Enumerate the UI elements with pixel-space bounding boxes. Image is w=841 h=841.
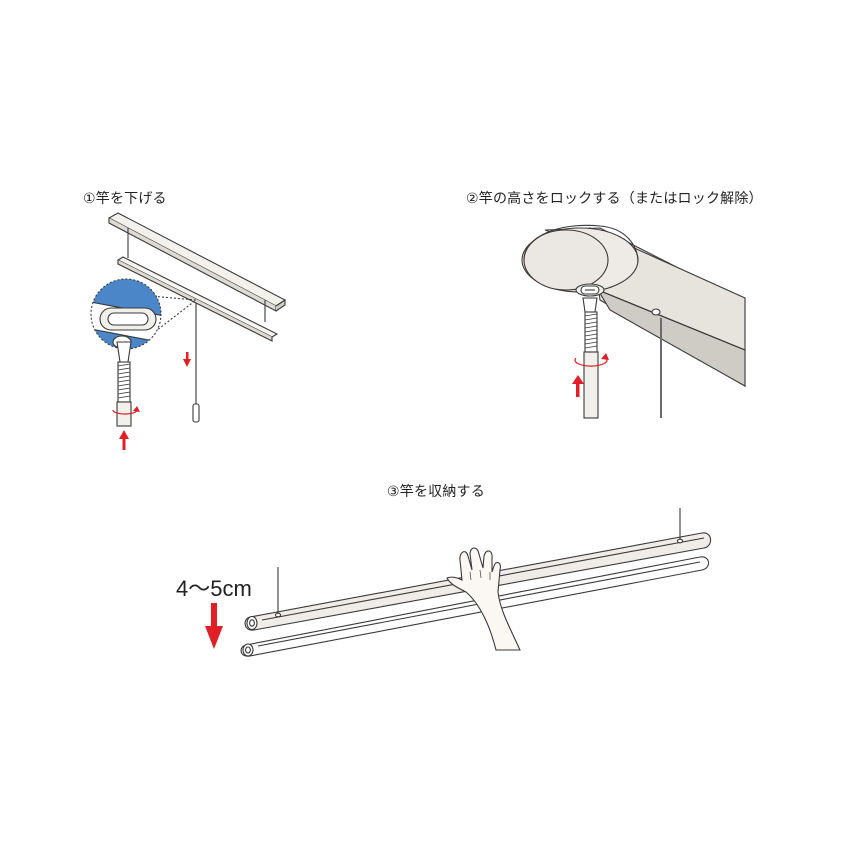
step1-label: ①竿を下げる: [83, 191, 167, 207]
step3-label: ③竿を収納する: [387, 484, 485, 500]
down-arrow-icon: [183, 352, 191, 367]
step2-illustration: [521, 224, 746, 419]
down-arrow-icon: [205, 603, 223, 649]
rotation-arrow-icon: [112, 409, 138, 415]
step1-illustration: [90, 212, 287, 427]
up-arrow-icon: [572, 375, 584, 397]
step2-label: ②竿の高さをロックする（またはロック解除）: [466, 191, 763, 207]
rotation-arrow-icon: [574, 357, 608, 367]
measurement-label: 4〜5cm: [176, 576, 252, 601]
up-arrow-icon: [119, 430, 129, 450]
step3-illustration: [240, 508, 712, 657]
